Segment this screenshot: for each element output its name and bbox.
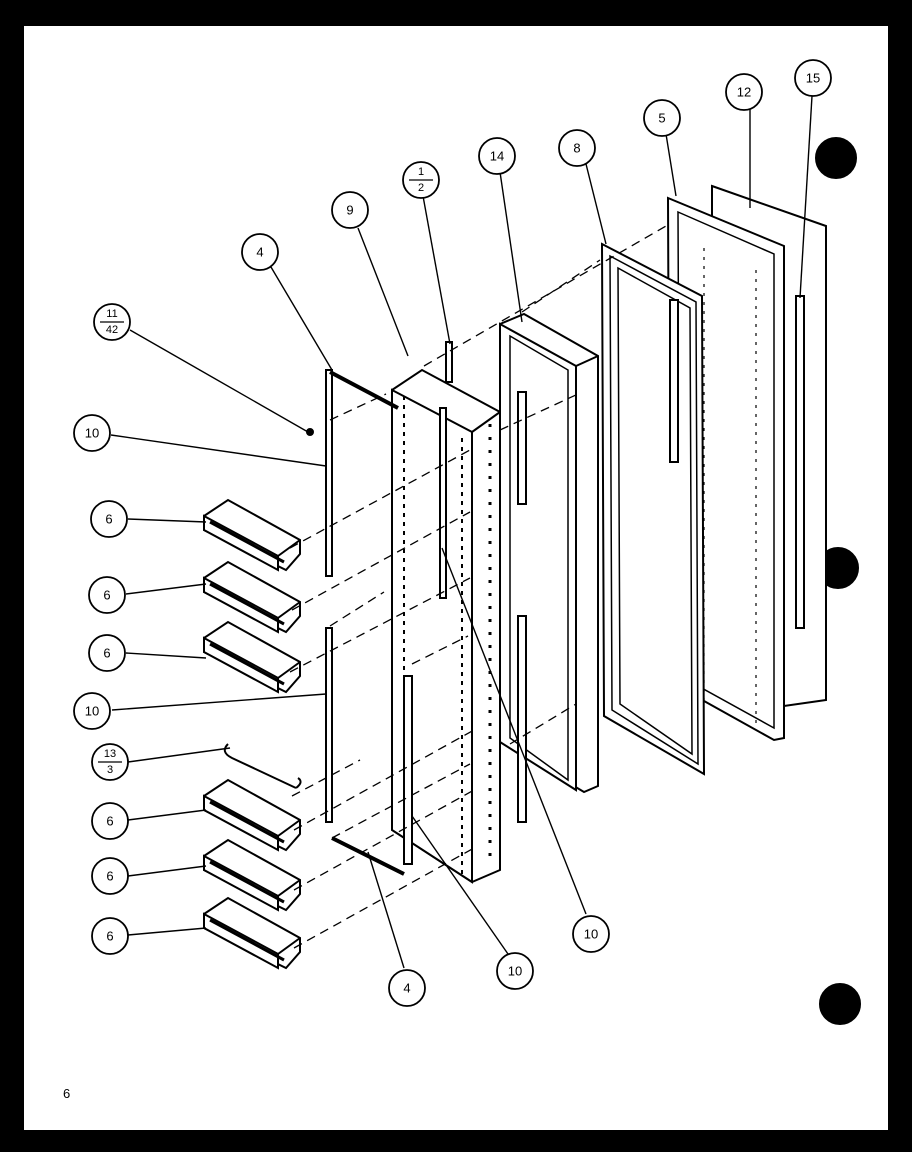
callout-6-b: 6 [103, 587, 110, 602]
strip-part-10-upper [325, 369, 333, 577]
callout-10-a: 10 [85, 425, 99, 440]
clip-part-13-3 [223, 743, 302, 789]
callout-6-e: 6 [106, 868, 113, 883]
punch-hole-top [815, 137, 857, 179]
shelf-part-6-3 [203, 620, 301, 694]
callout-11-42-denominator: 42 [106, 324, 118, 336]
shelf-part-6-4 [203, 778, 301, 852]
callout-1-2-denominator: 2 [418, 182, 424, 194]
callout-4-bottom: 4 [403, 980, 410, 995]
callout-6-a: 6 [105, 511, 112, 526]
callout-10-b: 10 [85, 703, 99, 718]
callout-9: 9 [346, 202, 353, 217]
callout-15: 15 [806, 70, 820, 85]
callout-10-c: 10 [508, 963, 522, 978]
callout-fraction-bars [98, 179, 433, 763]
callout-11-42-numerator: 11 [106, 308, 117, 320]
gasket-part-8 [600, 242, 706, 776]
callout-circles [73, 59, 832, 1007]
strip-part-10-lower [325, 627, 333, 823]
rod-part-1-2 [445, 341, 453, 383]
shelf-part-6-5 [203, 838, 301, 912]
punch-hole-bottom [819, 983, 861, 1025]
callout-13-3-denominator: 3 [107, 764, 113, 776]
callout-13-3-numerator: 13 [104, 748, 116, 760]
bar-part-4-bottom [331, 836, 405, 876]
callout-5: 5 [658, 110, 665, 125]
shelf-part-6-2 [203, 560, 301, 634]
leader-lines [110, 95, 813, 969]
callout-1-2-numerator: 1 [418, 166, 424, 178]
callout-10-d: 10 [584, 926, 598, 941]
shelf-part-6-1 [203, 498, 301, 572]
strip-part-15 [795, 295, 805, 629]
bar-part-4-top [329, 370, 399, 410]
frame-part-14 [499, 312, 599, 823]
callout-6-c: 6 [103, 645, 110, 660]
shelf-part-6-6 [203, 896, 301, 970]
alignment-lines [289, 225, 667, 949]
callout-6-f: 6 [106, 928, 113, 943]
callout-6-d: 6 [106, 813, 113, 828]
door-panel-part-9 [391, 368, 501, 884]
callout-8: 8 [573, 140, 580, 155]
callout-14: 14 [490, 148, 504, 163]
callout-4-top: 4 [256, 244, 263, 259]
callout-12: 12 [737, 84, 751, 99]
page-number: 6 [63, 1086, 70, 1101]
